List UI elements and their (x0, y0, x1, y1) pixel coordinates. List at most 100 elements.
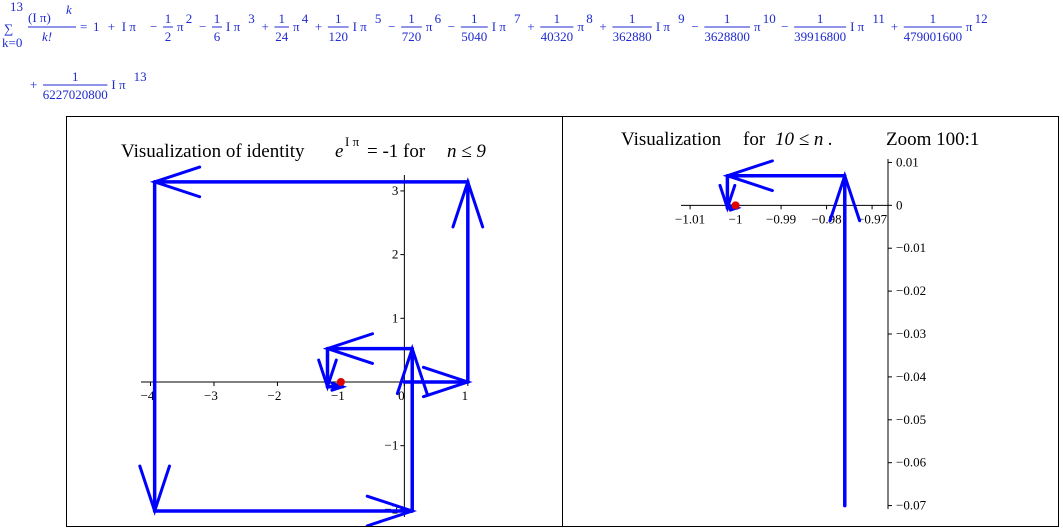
term-sign: + (30, 77, 37, 92)
term-power: 8 (586, 11, 593, 26)
series-arrowhead (330, 381, 348, 392)
term-sign: + (315, 19, 322, 34)
term-coef-numerator: 1 (930, 11, 937, 26)
y-tick-label: −0.03 (896, 326, 926, 341)
y-tick-label: 0 (896, 197, 903, 212)
term-sign: + (891, 19, 898, 34)
term-power: 4 (302, 11, 309, 26)
x-tick-label: −1 (331, 388, 345, 403)
target-point (336, 377, 345, 386)
sum-symbol: ∑ (4, 21, 13, 36)
x-tick-label: −0.97 (857, 211, 888, 226)
term-coef-numerator: 1 (278, 11, 285, 26)
term-factor: I π (353, 19, 368, 34)
y-tick-label: 3 (392, 183, 399, 198)
y-tick-label: 2 (392, 247, 399, 262)
term-factor: π (577, 19, 584, 34)
series-term: −1 6 I π 3 (199, 11, 255, 44)
series-term: 1 (93, 19, 100, 34)
term-factor: π (966, 19, 973, 34)
term-coef-numerator: 1 (72, 69, 79, 84)
term-sign: − (781, 19, 788, 34)
x-tick-label: −2 (268, 388, 282, 403)
term-coef-denominator: 24 (275, 29, 289, 44)
summand-numerator: (I π) (28, 10, 51, 25)
term-factor: I π (122, 19, 137, 34)
term-power: 2 (186, 11, 193, 26)
term-factor: I π (850, 19, 865, 34)
series-term: +1 24 π4 (261, 11, 308, 44)
term-coef-denominator: 40320 (541, 29, 574, 44)
term-power: 12 (975, 11, 988, 26)
y-tick-label: −0.05 (896, 412, 926, 427)
x-tick-label: −1 (729, 211, 743, 226)
term-factor: π (754, 19, 761, 34)
y-tick-label: −0.07 (896, 498, 927, 513)
term-sign: + (599, 19, 606, 34)
y-tick-label: 1 (392, 310, 399, 325)
term-sign: − (448, 19, 455, 34)
plot-right-title: Visualization for 10 ≤ n . Zoom 100:1 (621, 129, 979, 150)
term-coef-numerator: 1 (408, 11, 415, 26)
term-coef-denominator: 2 (165, 29, 172, 44)
term-coef-numerator: 1 (214, 11, 221, 26)
plot-right-series (718, 159, 862, 508)
term-coef-denominator: 6 (214, 29, 221, 44)
term-power: 11 (872, 11, 885, 26)
term-power: 5 (375, 11, 382, 26)
plot-identity-n-le-9: Visualization of identity e I π = -1 for… (121, 130, 486, 526)
series-term: − 1 39916800 I π 11 (781, 11, 885, 44)
term-sign: + (261, 19, 268, 34)
term-factor: I π (226, 19, 241, 34)
x-tick-label: −0.99 (766, 211, 796, 226)
term-power: 3 (248, 11, 255, 26)
term-factor: π (293, 19, 300, 34)
plot-left-series (138, 165, 485, 526)
plot-left-title: Visualization of identity e I π = -1 for… (121, 130, 486, 162)
panel-divider (562, 116, 563, 527)
summand-exponent: k (66, 2, 72, 17)
term-sign: + (108, 19, 115, 34)
term-factor: π (177, 19, 184, 34)
term-coef-numerator: 1 (554, 11, 561, 26)
term-factor: I π (492, 19, 507, 34)
x-tick-label: −0.98 (812, 211, 842, 226)
term-sign: − (199, 19, 206, 34)
term-factor: I π (656, 19, 671, 34)
x-tick-label: 0 (398, 388, 405, 403)
y-tick-label: −0.06 (896, 455, 927, 470)
term-coef-numerator: 1 (629, 11, 636, 26)
term-factor: 1 (93, 19, 100, 34)
term-sign: − (388, 19, 395, 34)
plot-right-axes: −1.01−1−0.99−0.98−0.970.010−0.01−0.02−0.… (675, 154, 927, 512)
equals-sign: = (80, 19, 87, 34)
term-coef-denominator: 362880 (613, 29, 652, 44)
series-term: + I π (108, 19, 137, 34)
y-tick-label: −0.01 (896, 240, 926, 255)
term-coef-denominator: 120 (329, 29, 349, 44)
term-coef-denominator: 5040 (461, 29, 487, 44)
term-power: 9 (678, 11, 685, 26)
term-coef-numerator: 1 (165, 11, 172, 26)
term-coef-denominator: 39916800 (794, 29, 846, 44)
x-tick-label: −4 (141, 388, 155, 403)
term-coef-numerator: 1 (724, 11, 731, 26)
y-tick-label: 0.01 (896, 154, 919, 169)
y-tick-label: −1 (385, 438, 399, 453)
term-coef-numerator: 1 (817, 11, 824, 26)
term-coef-denominator: 479001600 (904, 29, 963, 44)
x-tick-label: −3 (204, 388, 218, 403)
term-power: 13 (134, 69, 147, 84)
sum-upper-limit: 13 (10, 0, 23, 14)
term-power: 6 (435, 11, 442, 26)
target-point (731, 201, 740, 210)
